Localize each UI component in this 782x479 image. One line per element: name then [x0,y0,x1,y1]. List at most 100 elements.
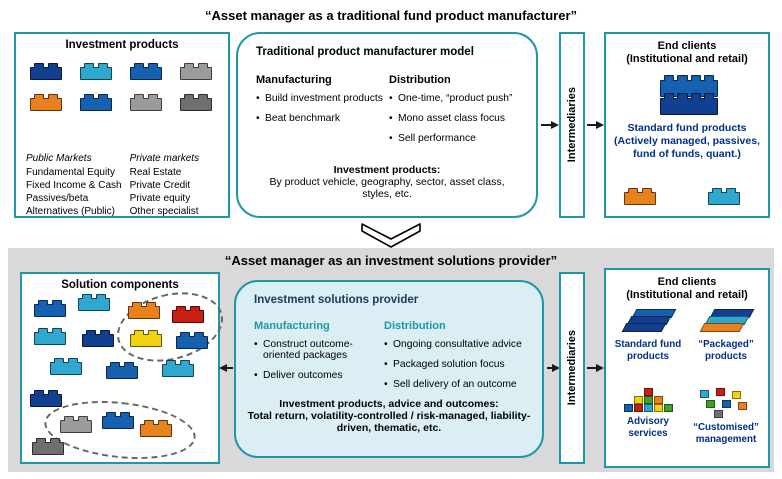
brick-pyramid-icon [623,388,673,412]
distribution-column: Distribution Ongoing consultative advice… [384,320,532,399]
solution-components-title: Solution components [61,279,179,291]
down-chevron-arrow-icon [361,223,421,248]
lego-brick-icon [176,332,208,349]
quadrant-label: “Customised” management [693,422,759,445]
lego-brick-icon [50,358,82,375]
manufacturing-heading: Manufacturing [256,74,332,86]
traditional-model-title: Traditional product manufacturer model [256,46,474,58]
quadrant-label: “Packaged” products [698,339,754,362]
intermediaries-label: Intermediaries [566,87,578,163]
quadrant-packaged-products: “Packaged” products [688,306,764,383]
public-markets-column: Public Markets Fundamental Equity Fixed … [26,152,122,218]
stacked-layers-icon [621,309,677,335]
bullet-item: One-time, “product push” [389,93,526,104]
distribution-column: Distribution One-time, “product push” Mo… [389,74,526,153]
lego-brick-icon [82,330,114,347]
bullet-item: Beat benchmark [256,113,389,124]
list-item: Private Credit [129,180,191,191]
end-clients-title: End clients (Institutional and retail) [606,34,768,66]
lego-brick-icon [180,63,212,80]
lego-brick-icon [34,300,66,317]
traditional-model-box: Traditional product manufacturer model M… [236,32,538,218]
lego-brick-icon [102,412,134,429]
model-footer-text: Total return, volatility-controlled / ri… [247,410,531,434]
lego-brick-icon [80,63,112,80]
bullet-item: Deliver outcomes [254,370,384,381]
investment-products-title: Investment products [65,39,179,51]
lego-brick-icon [172,306,204,323]
model-footer: Investment products, advice and outcomes… [236,398,542,434]
list-item: Alternatives (Public) [26,206,115,217]
lego-brick-icon [660,75,718,97]
lego-brick-icon [32,438,64,455]
list-item: Real Estate [129,167,182,178]
end-clients-subtitle: (Institutional and retail) [626,53,748,65]
lego-brick-icon [60,416,92,433]
right-arrow-icon [541,121,559,129]
public-markets-heading: Public Markets [26,153,92,164]
model-footer: Investment products: By product vehicle,… [238,164,536,200]
lego-brick-icon [106,362,138,379]
lego-brick-icon [128,302,160,319]
end-clients-box-bottom: End clients (Institutional and retail) S… [604,268,770,468]
right-arrow-icon [587,364,604,372]
scattered-bricks-icon [698,388,754,418]
list-item: Passives/beta [26,193,89,204]
bullet-item: Mono asset class focus [389,113,526,124]
list-item: Private equity [129,193,191,204]
intermediaries-box-top: Intermediaries [559,32,585,218]
lego-brick-icon [30,390,62,407]
quadrant-customised-management: “Customised” management [688,385,764,462]
right-arrow-icon [587,121,604,129]
standard-fund-products-label: Standard fund products (Actively managed… [614,122,760,160]
end-clients-title: End clients (Institutional and retail) [606,270,768,302]
bullet-item: Sell delivery of an outcome [384,379,532,390]
list-item: Fundamental Equity [26,167,115,178]
solutions-provider-box: Investment solutions provider Manufactur… [234,280,544,458]
model-footer-heading: Investment products, advice and outcomes… [279,398,499,410]
lego-brick-icon [30,94,62,111]
manufacturing-column: Manufacturing Build investment products … [256,74,389,153]
intermediaries-label: Intermediaries [566,330,578,406]
packaged-layers-icon [699,309,755,335]
private-markets-heading: Private markets [129,153,200,164]
end-clients-box-top: End clients (Institutional and retail) S… [604,32,770,218]
end-clients-subtitle: (Institutional and retail) [626,289,748,301]
bullet-item: Sell performance [389,133,526,144]
lego-brick-icon [30,63,62,80]
distribution-heading: Distribution [384,320,446,332]
lego-brick-icon [78,294,110,311]
bullet-item: Build investment products [256,93,389,104]
right-arrow-icon [547,364,560,372]
end-clients-quadrants: Standard fund products “Packaged” produc… [610,306,764,462]
model-footer-heading: Investment products: [333,164,441,176]
lego-brick-icon [130,63,162,80]
lego-brick-icon [80,94,112,111]
quadrant-label: Advisory services [627,416,669,439]
manufacturing-heading: Manufacturing [254,320,330,332]
quadrant-label: Standard fund products [614,339,682,362]
intermediaries-box-bottom: Intermediaries [559,272,585,464]
distribution-heading: Distribution [389,74,451,86]
lego-brick-icon [162,360,194,377]
lego-brick-icon [708,188,740,205]
private-markets-column: Private markets Real Estate Private Cred… [130,152,222,218]
solution-components-box: Solution components [20,272,231,466]
lego-brick-icon [180,94,212,111]
investment-products-box: Investment products Public Markets Funda… [14,32,230,218]
quadrant-advisory-services: Advisory services [610,385,686,462]
lego-brick-icon [140,420,172,437]
model-columns: Manufacturing Build investment products … [256,74,526,153]
top-section-title: “Asset manager as a traditional fund pro… [204,8,578,23]
bullet-item: Construct outcome-oriented packages [254,339,384,361]
manufacturing-column: Manufacturing Construct outcome-oriented… [254,320,384,399]
dashed-group-ellipse [109,281,231,373]
quadrant-standard-fund-products: Standard fund products [610,306,686,383]
list-item: Fixed Income & Cash [26,180,122,191]
model-footer-text: By product vehicle, geography, sector, a… [269,176,505,200]
lego-brick-icon [624,188,656,205]
bullet-item: Packaged solution focus [384,359,532,370]
lego-brick-icon [660,93,718,115]
lego-brick-icon [130,330,162,347]
solutions-provider-title: Investment solutions provider [254,294,419,306]
